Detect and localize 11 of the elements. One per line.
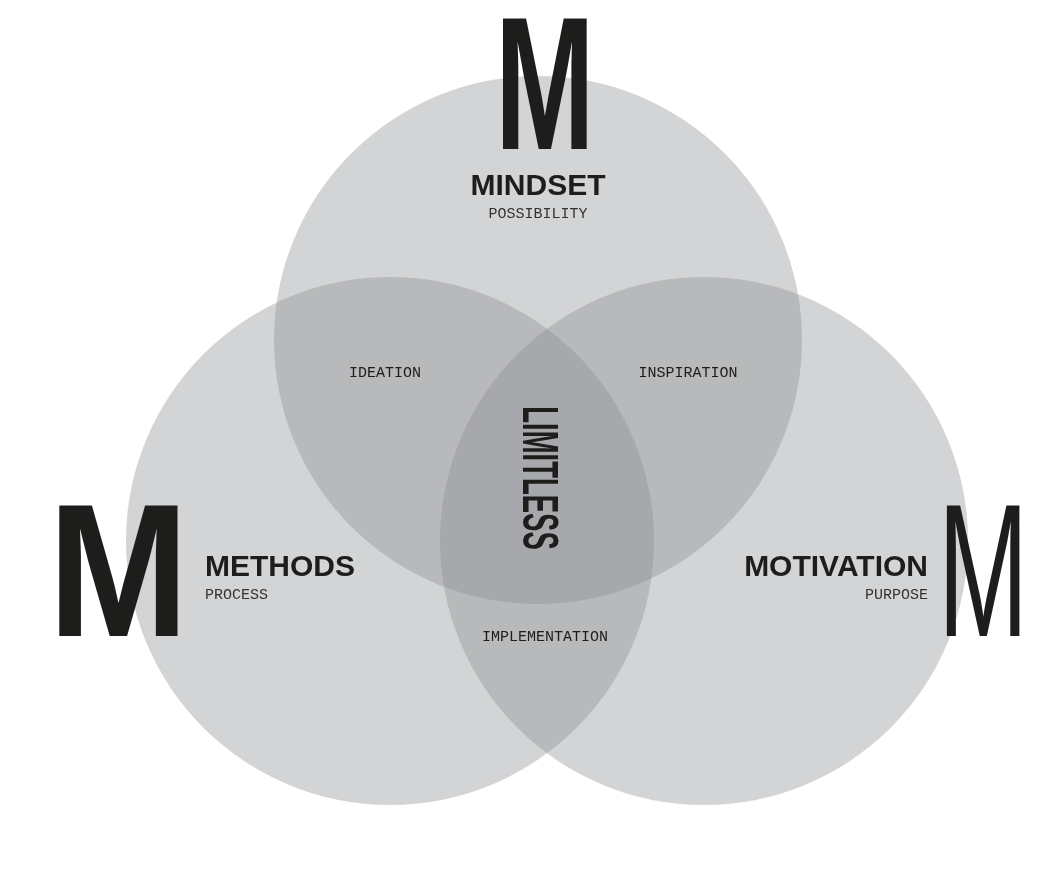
overlap-label: IDEATION — [349, 363, 421, 384]
circle-heading: METHODS — [205, 548, 355, 584]
letter-mark: M — [938, 475, 1029, 665]
circle-subheading: PURPOSE — [865, 585, 928, 606]
circle-heading: MOTIVATION — [744, 548, 928, 584]
center-label: LIMITLESS — [515, 406, 565, 550]
letter-mark: M — [48, 475, 189, 665]
overlap-label: INSPIRATION — [638, 363, 738, 384]
overlap-label: IMPLEMENTATION — [482, 627, 608, 648]
circle-subheading: PROCESS — [205, 585, 268, 606]
circle-subheading: POSSIBILITY — [488, 204, 588, 225]
